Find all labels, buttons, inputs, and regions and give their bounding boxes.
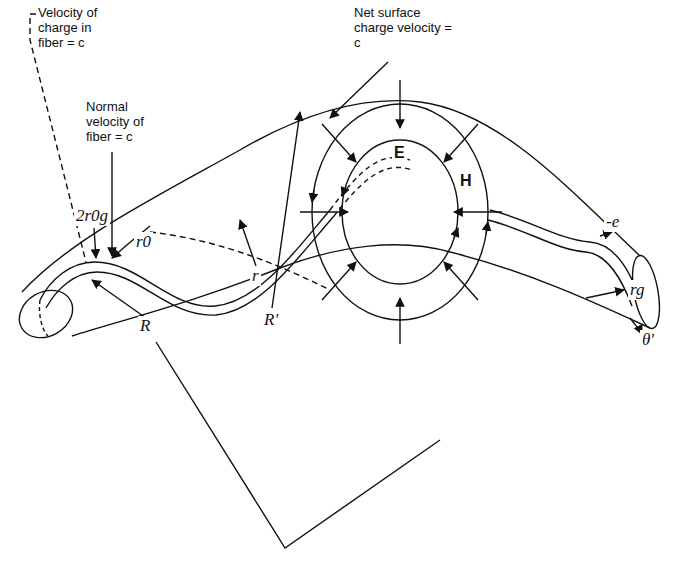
rg-arrow xyxy=(586,290,624,298)
fiber-helix xyxy=(46,216,334,315)
tube-right-cap xyxy=(628,253,664,330)
illustration-part xyxy=(322,124,356,162)
illustration-part xyxy=(444,262,478,300)
dimension-r xyxy=(240,220,256,266)
h-field-arrow xyxy=(486,222,488,234)
dimension-symbol: 2r0g xyxy=(74,206,110,226)
charge-arrow xyxy=(600,232,612,236)
illustration-part xyxy=(399,80,400,128)
tube-bottom-edge xyxy=(72,245,650,336)
dimension-symbol: r xyxy=(250,266,261,286)
tube-inner-line xyxy=(150,232,330,290)
illustration-part xyxy=(444,124,478,162)
h-field-arrow xyxy=(312,190,314,202)
dimension-symbol: r0 xyxy=(134,232,153,252)
charge-symbol: -e xyxy=(604,212,621,232)
dimension-r0g xyxy=(94,228,96,258)
annotation: Normal velocity of fiber = c xyxy=(84,100,166,145)
field-symbol: H xyxy=(458,172,474,190)
angle-symbol: θ' xyxy=(640,330,656,350)
tube-top-edge xyxy=(22,101,640,292)
dimension-line xyxy=(156,342,440,548)
annotation: Velocity of charge in fiber = c xyxy=(36,6,118,51)
illustration-part xyxy=(11,14,664,548)
dimension-symbol: R' xyxy=(262,310,280,330)
illustration-part xyxy=(454,211,502,212)
fiber-helix xyxy=(490,210,640,300)
fiber-helix xyxy=(488,220,632,306)
e-field-lines xyxy=(300,80,502,344)
dimension-R xyxy=(92,280,146,318)
radius-symbol: rg xyxy=(628,280,647,300)
illustration-part xyxy=(322,262,356,300)
dimension-R-prime xyxy=(272,112,300,308)
illustration-part xyxy=(399,298,400,344)
h-field-line xyxy=(342,140,458,284)
fiber-helix-hidden xyxy=(39,300,48,336)
h-field-arrow xyxy=(454,228,458,238)
h-field-arrow xyxy=(342,186,346,196)
leader-line xyxy=(330,62,388,118)
annotation: Net surface charge velocity = c xyxy=(352,6,460,51)
leader-line xyxy=(111,152,112,256)
dimension-symbol: R xyxy=(138,316,152,336)
illustration-part xyxy=(300,211,348,212)
field-symbol: E xyxy=(392,144,407,162)
